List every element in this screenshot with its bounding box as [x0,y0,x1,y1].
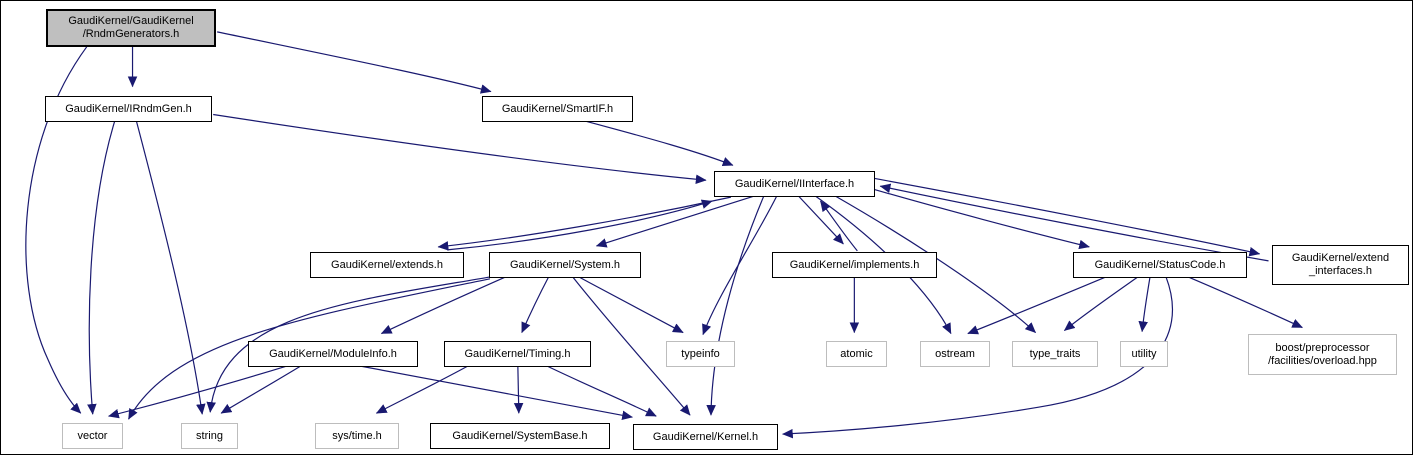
edge-iinterface-type-traits [835,195,1036,333]
node-extends[interactable]: GaudiKernel/extends.h [310,252,464,278]
node-moduleinfo[interactable]: GaudiKernel/ModuleInfo.h [248,341,418,367]
edge-timing-systembase [513,365,524,414]
edge-moduleinfo-string [220,364,303,414]
edge-extends-iinterface [447,199,713,251]
edge-system-typeinfo [578,276,684,334]
edge-system-string [206,276,492,413]
edge-iinterface-statuscode [873,188,1090,250]
edge-timing-systime [375,364,470,414]
node-implements[interactable]: GaudiKernel/implements.h [772,252,937,278]
node-systime: sys/time.h [315,423,399,449]
node-systembase[interactable]: GaudiKernel/SystemBase.h [430,423,610,449]
node-irndmgen[interactable]: GaudiKernel/IRndmGen.h [45,96,212,122]
node-string: string [181,423,238,449]
edge-statuscode-boost-overload [1187,276,1303,329]
edge-moduleinfo-vector [108,364,290,419]
edge-iinterface-system [595,195,754,248]
edge-extend-interfaces-iinterface [879,183,1269,262]
node-vector: vector [62,423,123,449]
edge-irndmgen-iinterface [213,113,707,184]
edge-statuscode-ostream [967,276,1107,335]
edge-irndmgen-vector [87,121,116,415]
edge-irndmgen-string [135,121,206,415]
node-smartif[interactable]: GaudiKernel/SmartIF.h [482,96,633,122]
edge-iinterface-extend-interfaces [873,177,1261,257]
edge-iinterface-implements [798,195,844,245]
node-iinterface[interactable]: GaudiKernel/IInterface.h [714,171,875,197]
edge-moduleinfo-kernel [356,364,633,421]
edge-statuscode-type-traits [1063,276,1139,332]
node-boost-overload: boost/preprocessor /facilities/overload.… [1248,334,1397,375]
edge-system-moduleinfo [380,276,507,335]
edge-system-vector [128,278,491,420]
edge-statuscode-kernel [782,276,1174,439]
node-extend-interfaces[interactable]: GaudiKernel/extend _interfaces.h [1272,245,1409,285]
node-utility: utility [1120,341,1168,367]
edge-iinterface-kernel [706,195,765,416]
edge-smartif-iinterface [586,120,734,167]
edge-rndm-generators-smartif [217,31,492,94]
edge-iinterface-typeinfo [702,195,778,336]
edge-implements-iinterface [820,200,858,252]
node-system[interactable]: GaudiKernel/System.h [489,252,641,278]
node-ostream: ostream [920,341,990,367]
edge-iinterface-extends [437,196,732,251]
node-typeinfo: typeinfo [666,341,735,367]
edge-system-kernel [572,276,691,416]
node-type-traits: type_traits [1012,341,1098,367]
edge-system-timing [521,276,550,334]
node-statuscode[interactable]: GaudiKernel/StatusCode.h [1073,252,1247,278]
node-rndm-generators[interactable]: GaudiKernel/GaudiKernel /RndmGenerators.… [46,9,216,47]
edge-statuscode-utility [1138,276,1151,333]
edge-timing-kernel [545,364,657,417]
node-kernel[interactable]: GaudiKernel/Kernel.h [633,424,778,450]
node-atomic: atomic [826,341,887,367]
node-timing[interactable]: GaudiKernel/Timing.h [444,341,591,367]
